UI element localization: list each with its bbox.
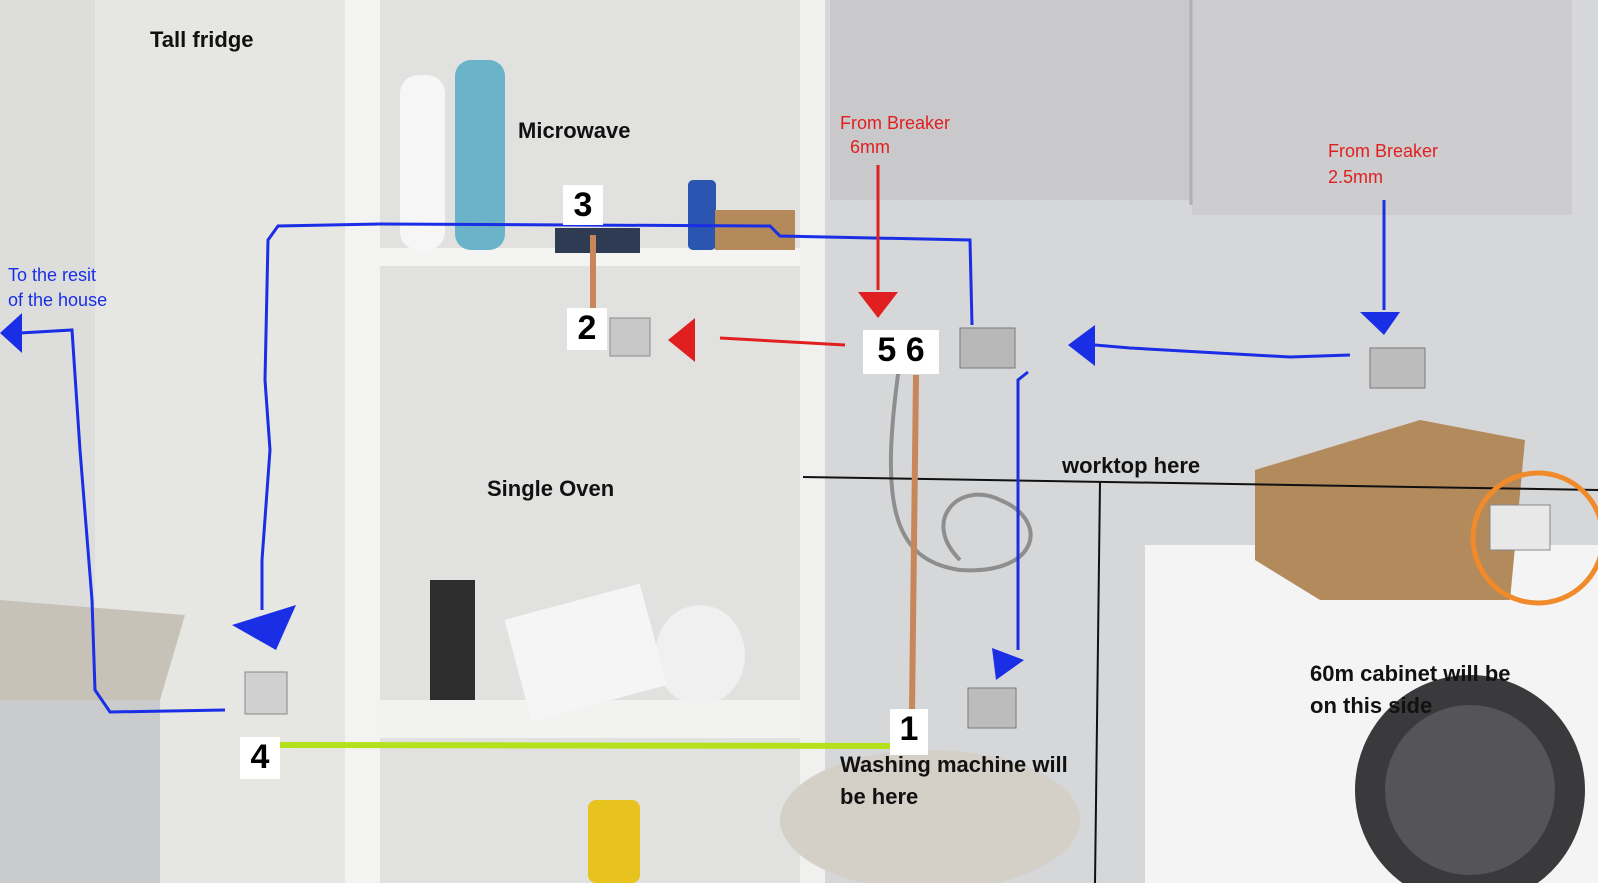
blue-cable-house xyxy=(19,328,226,714)
upper-cupboard-right xyxy=(1192,0,1572,215)
label-breaker-25mm-2: 2.5mm xyxy=(1328,167,1384,187)
marker-1: 1 xyxy=(890,709,928,755)
label-single-oven: Single Oven xyxy=(487,476,615,501)
blue-cable-down xyxy=(1016,370,1029,650)
backbox-lower xyxy=(967,687,1017,729)
marker-2: 2 xyxy=(567,308,607,350)
bottle-white xyxy=(400,75,445,250)
unit-side-right xyxy=(800,0,825,883)
socket-plate-right xyxy=(1489,504,1551,551)
blue-cable-main xyxy=(260,222,974,610)
label-breaker-6mm-2: 6mm xyxy=(850,137,890,157)
small-box xyxy=(715,210,795,250)
backbox-4 xyxy=(244,671,288,715)
label-worktop: worktop here xyxy=(1062,453,1201,478)
blue-arrow-breaker-25 xyxy=(1360,312,1400,335)
red-arrow-breaker-6 xyxy=(858,292,898,318)
paper-item xyxy=(504,583,667,722)
worktop-line xyxy=(802,476,1598,491)
spray-can xyxy=(688,180,716,250)
laundry-basket xyxy=(780,750,1080,883)
cabinet-divider-line xyxy=(1094,481,1101,883)
unit-side-left xyxy=(345,0,380,883)
label-rest-of-house-2: of the house xyxy=(8,290,108,310)
blue-arrow-house xyxy=(0,313,22,353)
orange-highlight-circle xyxy=(1470,470,1598,606)
cardboard-box xyxy=(1255,420,1525,600)
label-cabinet-1: 60m cabinet will be xyxy=(1310,661,1511,686)
label-washing-machine-1: Washing machine will xyxy=(840,752,1068,777)
label-microwave: Microwave xyxy=(518,118,631,143)
marker-3: 3 xyxy=(563,185,603,225)
backbox-56 xyxy=(959,327,1016,369)
marker-56: 5 6 xyxy=(863,330,939,374)
blue-arrow-down xyxy=(992,648,1024,680)
label-cabinet-2: on this side xyxy=(1310,693,1433,718)
red-arrow-2 xyxy=(668,318,695,362)
backbox-right xyxy=(1369,347,1426,389)
label-tall-fridge: Tall fridge xyxy=(150,27,254,52)
green-cable-4-1 xyxy=(279,742,896,749)
guild-box xyxy=(430,580,475,700)
red-cable-to-2 xyxy=(719,336,846,347)
label-rest-of-house-1: To the resit xyxy=(8,265,97,285)
blue-arrow-56 xyxy=(1068,325,1095,366)
upper-cupboard-left xyxy=(830,0,1190,200)
blue-cable-to-56 xyxy=(1094,343,1351,359)
yellow-container xyxy=(588,800,640,883)
cabinet-left xyxy=(0,700,160,883)
dark-box xyxy=(555,228,640,253)
brown-cable-56-1 xyxy=(909,374,919,711)
marker-4: 4 xyxy=(240,737,280,779)
bottle-blue xyxy=(455,60,505,250)
blue-arrow-4 xyxy=(232,605,296,650)
label-breaker-6mm-1: From Breaker xyxy=(840,113,951,133)
machine-door-glass xyxy=(1385,705,1555,875)
label-breaker-25mm-1: From Breaker xyxy=(1328,141,1439,161)
backbox-2 xyxy=(609,317,651,357)
tape-roll xyxy=(655,605,745,705)
label-washing-machine-2: be here xyxy=(840,784,919,809)
